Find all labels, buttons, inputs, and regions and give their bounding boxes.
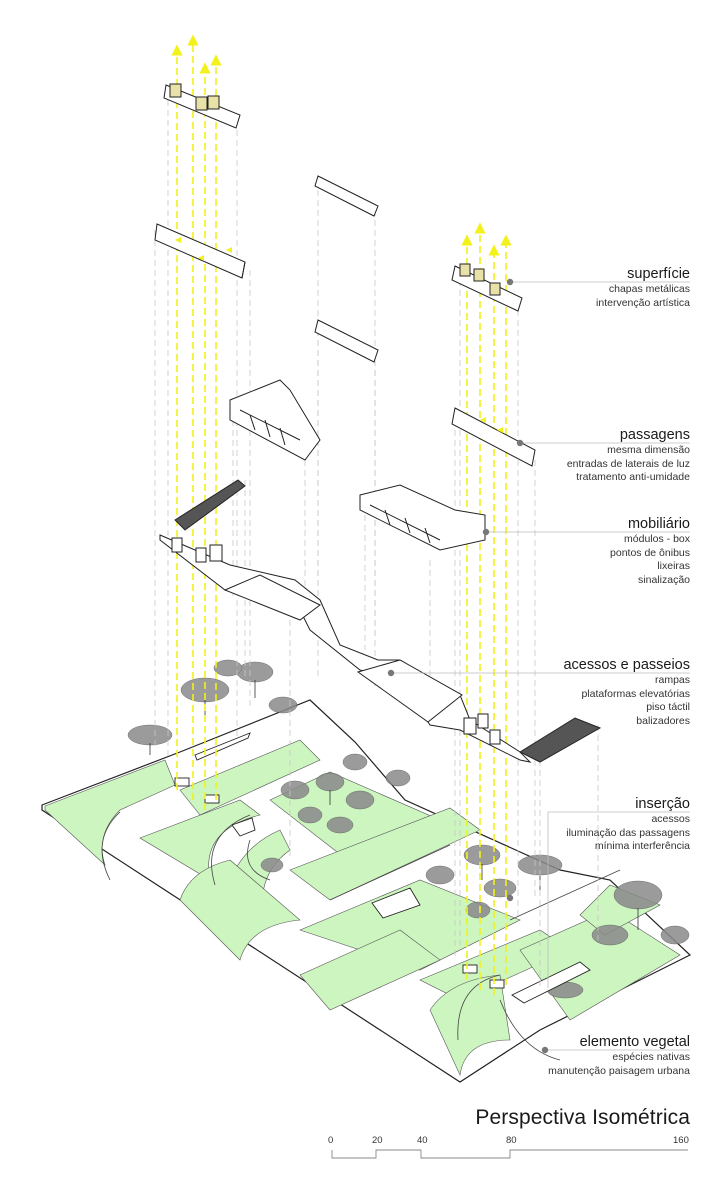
label-vegetal-line: manutenção paisagem urbana [548, 1064, 690, 1077]
label-superficie-line: intervenção artística [596, 296, 690, 309]
passage-right [451, 407, 536, 467]
label-mobiliario-line: módulos - box [624, 533, 690, 545]
passage-mid-top [314, 175, 379, 217]
side-light-arrows [175, 237, 503, 433]
passage-mid-low [314, 319, 379, 363]
label-dots [387, 278, 549, 1054]
terrain-layer [41, 659, 692, 1083]
label-insercao-line: iluminação das passagens [566, 826, 690, 839]
label-superficie: superfície chapas metálicas intervenção … [596, 265, 690, 310]
furniture-box-left [229, 379, 321, 461]
label-vegetal-title: elemento vegetal [579, 1034, 690, 1050]
label-acessos-line: rampas [654, 674, 690, 686]
terrain-base [41, 699, 692, 1083]
label-vegetal: elemento vegetal espécies nativas manute… [548, 1033, 690, 1078]
label-mobiliario-line: sinalização [638, 573, 690, 586]
label-insercao-line: mínima interferência [594, 840, 690, 852]
label-passagens-title: passagens [619, 427, 690, 443]
access-layer [159, 479, 602, 763]
label-insercao-title: inserção [635, 796, 690, 812]
ramp-left [174, 479, 246, 531]
label-acessos-title: acessos e passeios [563, 657, 690, 673]
scale-bar [331, 1149, 688, 1159]
label-acessos-line: balizadores [636, 714, 690, 727]
surface-layer [163, 83, 523, 312]
light-arrows-right [461, 222, 512, 995]
label-acessos: acessos e passeios rampas plataformas el… [563, 656, 690, 728]
road-lines [101, 811, 621, 1061]
label-acessos-line: plataformas elevatórias [581, 687, 690, 700]
ramp-right [518, 717, 602, 763]
scale-tick-label: 80 [506, 1135, 517, 1146]
passages-layer [154, 175, 536, 467]
label-superficie-title: superfície [627, 266, 690, 282]
label-mobiliario-line: pontos de ônibus [610, 546, 690, 559]
scale-tick-label: 0 [328, 1135, 334, 1146]
label-mobiliario: mobiliário módulos - box pontos de ônibu… [610, 515, 690, 587]
label-passagens: passagens mesma dimensão entradas de lat… [567, 426, 690, 485]
label-vegetal-line: espécies nativas [612, 1051, 690, 1063]
drawing-title: Perspectiva Isométrica [475, 1106, 690, 1129]
scale-tick-label: 40 [417, 1135, 428, 1146]
label-insercao: inserção acessos iluminação das passagen… [566, 795, 690, 854]
platform-b [356, 659, 463, 723]
grass-patches [44, 739, 681, 1077]
label-leaders [391, 281, 690, 1051]
label-passagens-line: mesma dimensão [607, 444, 690, 456]
label-insercao-line: acessos [651, 813, 690, 825]
scale-tick-label: 160 [673, 1135, 689, 1146]
label-mobiliario-line: lixeiras [657, 560, 690, 572]
label-acessos-line: piso táctil [646, 701, 690, 713]
tree-cluster [127, 659, 690, 999]
furniture-layer [229, 379, 486, 551]
scale-tick-label: 20 [372, 1135, 383, 1146]
platform-a [223, 574, 321, 621]
light-arrows-left [171, 34, 222, 810]
label-superficie-line: chapas metálicas [608, 283, 690, 295]
label-passagens-line: tratamento anti-umidade [576, 471, 690, 483]
label-passagens-line: entradas de laterais de luz [566, 457, 690, 470]
label-mobiliario-title: mobiliário [627, 516, 690, 532]
furniture-box-right [359, 484, 486, 551]
